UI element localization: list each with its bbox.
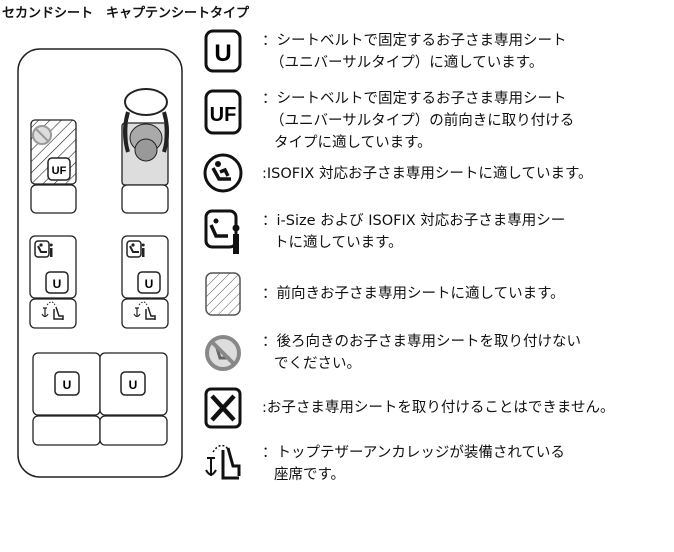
universal-forward-badge-icon: UF (204, 89, 242, 135)
isofix-icon (203, 153, 243, 193)
seat-captain-left: U (29, 235, 77, 329)
universal-badge-icon: U (204, 29, 242, 73)
seat-second-row-left: UF (30, 119, 77, 214)
u-badge-label: U (145, 277, 154, 291)
seat-third-row-right: U (99, 352, 168, 446)
legend-text: ：シートベルトで固定するお子さま専用シート (262, 33, 567, 49)
legend-text: （ユニバーサルタイプ）の前向きに取り付ける (270, 113, 575, 129)
legend-text: （ユニバーサルタイプ）に適しています。 (270, 55, 544, 71)
uf-badge-label: UF (52, 165, 67, 177)
steering-wheel-icon (124, 88, 168, 116)
legend-text: :お子さま専用シートを取り付けることはできません。 (262, 400, 615, 416)
svg-text:UF: UF (210, 104, 237, 126)
no-rear-facing-icon (32, 125, 52, 145)
no-rear-facing-icon (205, 335, 241, 371)
driver-seat (121, 88, 169, 214)
legend-text: ：後ろ向きのお子さま専用シートを取り付けない (262, 334, 581, 350)
legend-text: 座席です。 (274, 467, 346, 483)
seat-third-row-left: U (32, 352, 101, 446)
legend-text: トに適しています。 (274, 235, 403, 251)
page-title: セカンドシート キャプテンシートタイプ (2, 6, 250, 21)
u-badge-label: U (63, 378, 72, 392)
svg-text:U: U (214, 40, 231, 67)
u-badge-label: U (129, 378, 138, 392)
seat-layout-diagram: UF U U (17, 48, 183, 478)
i-size-icon (204, 209, 240, 254)
driver-icon (134, 138, 158, 162)
legend-text: :ISOFIX 対応お子さま専用シートに適しています。 (262, 166, 593, 182)
hatched-forward-icon (205, 272, 241, 316)
seat-captain-right: U (121, 235, 169, 329)
legend-text: ：i-Size および ISOFIX 対応お子さま専用シー (262, 213, 566, 229)
u-badge-label: U (53, 277, 62, 291)
legend-text: でください。 (274, 356, 361, 372)
legend-text: タイプに適しています。 (274, 135, 432, 151)
prohibited-x-icon (204, 387, 242, 429)
legend-text: ：前向きお子さま専用シートに適しています。 (262, 286, 565, 302)
legend-text: ：トップテザーアンカレッジが装備されている (262, 445, 565, 461)
top-tether-anchor-icon (205, 444, 241, 480)
seat-cushion (30, 184, 77, 214)
uf-badge (47, 157, 71, 181)
legend-text: ：シートベルトで固定するお子さま専用シート (262, 91, 567, 107)
